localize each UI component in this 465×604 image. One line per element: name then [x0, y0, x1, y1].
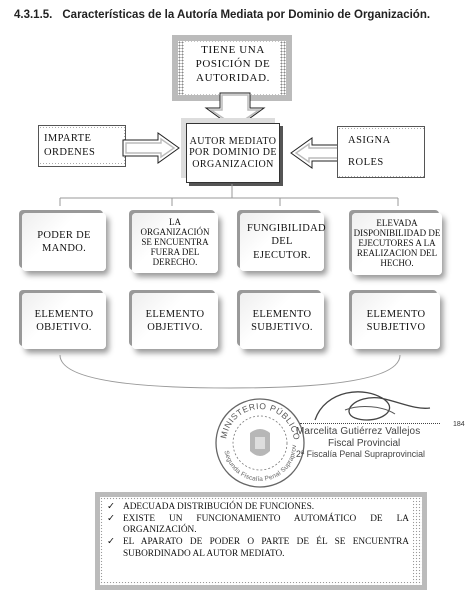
row2-card-4-text: ELEMENTO SUBJETIVO	[366, 308, 426, 333]
row2-card-2-text: ELEMENTO OBJETIVO.	[145, 308, 205, 333]
section-number: 4.3.1.5.	[14, 9, 53, 21]
conclusion-text-3: EL APARATO DE PODER O PARTE DE ÉL SE ENC…	[123, 537, 409, 559]
right-arrow-icon	[122, 132, 180, 164]
row2-card-1: ELEMENTO OBJETIVO.	[22, 293, 106, 349]
signature-line	[300, 423, 440, 424]
down-arrow-icon	[204, 92, 266, 130]
top-box	[184, 42, 280, 94]
center-box-text: AUTOR MEDIATO POR DOMINIO DE ORGANIZACIO…	[189, 135, 277, 170]
row2-card-3-text: ELEMENTO SUBJETIVO.	[251, 308, 313, 333]
section-title: 4.3.1.5. Características de la Autoría Me…	[14, 9, 430, 21]
row2-card-2: ELEMENTO OBJETIVO.	[132, 293, 218, 349]
conclusion-text-1: ADECUADA DISTRIBUCIÓN DE FUNCIONES.	[123, 502, 315, 512]
left-box-text: IMPARTE ORDENES	[40, 129, 124, 163]
signer-name: Marcelita Gutiérrez Vallejos	[296, 426, 421, 437]
conclusions-list: ✓ ADECUADA DISTRIBUCIÓN DE FUNCIONES. ✓ EX…	[107, 502, 409, 560]
row2-card-1-text: ELEMENTO OBJETIVO.	[34, 308, 94, 333]
seal-graphic: MINISTERIO PÚBLICO Segunda Fiscalía Pena…	[210, 390, 305, 488]
row1-card-2-text: LA ORGANIZACIÓN SE ENCUENTRA FUERA DEL D…	[140, 217, 210, 267]
top-box-text: TIENE UNA POSICIÓN DE AUTORIDAD.	[195, 44, 271, 84]
left-arrow-icon	[290, 137, 348, 169]
signer-office: 2ª Fiscalía Penal Supraprovincial	[296, 449, 425, 459]
right-box: ASIGNA ROLES	[337, 126, 425, 178]
row1-card-3-text: FUNGIBILIDAD DEL EJECUTOR.	[247, 223, 326, 261]
signer-role: Fiscal Provincial	[328, 438, 401, 449]
check-icon: ✓	[107, 502, 115, 512]
row2-card-4: ELEMENTO SUBJETIVO	[352, 293, 440, 349]
page-number: 184	[453, 421, 465, 428]
conclusion-item: ✓ ADECUADA DISTRIBUCIÓN DE FUNCIONES.	[107, 502, 409, 513]
conclusion-item: ✓ EXISTE UN FUNCIONAMIENTO AUTOMÁTICO DE …	[107, 514, 409, 536]
connector-lines	[59, 184, 401, 389]
check-icon: ✓	[107, 537, 115, 548]
row1-card-1-text: PODER DE MANDO.	[37, 229, 91, 254]
right-box-line2: ROLES	[348, 156, 384, 168]
row1-card-1: PODER DE MANDO.	[22, 213, 106, 271]
row1-card-4: ELEVADA DISPONIBILIDAD DE EJECUTORES A L…	[352, 213, 442, 275]
conclusion-text-2: EXISTE UN FUNCIONAMIENTO AUTOMÁTICO DE L…	[123, 514, 409, 536]
row1-card-3: FUNGIBILIDAD DEL EJECUTOR.	[240, 213, 326, 271]
check-icon: ✓	[107, 514, 115, 525]
conclusions-box: ✓ ADECUADA DISTRIBUCIÓN DE FUNCIONES. ✓ EX…	[103, 500, 413, 582]
official-seal: MINISTERIO PÚBLICO Segunda Fiscalía Pena…	[210, 390, 308, 496]
conclusion-item: ✓ EL APARATO DE PODER O PARTE DE ÉL SE EN…	[107, 537, 409, 559]
row2-card-3: ELEMENTO SUBJETIVO.	[240, 293, 324, 349]
row1-card-4-text: ELEVADA DISPONIBILIDAD DE EJECUTORES A L…	[353, 218, 441, 268]
right-box-inner: ASIGNA ROLES	[338, 130, 424, 174]
row1-card-2: LA ORGANIZACIÓN SE ENCUENTRA FUERA DEL D…	[132, 213, 218, 273]
center-box: AUTOR MEDIATO POR DOMINIO DE ORGANIZACIO…	[186, 123, 280, 183]
left-box: IMPARTE ORDENES	[38, 125, 126, 167]
signature	[305, 380, 435, 440]
right-box-line1: ASIGNA	[348, 134, 391, 146]
section-heading: Características de la Autoría Mediata po…	[62, 9, 431, 21]
